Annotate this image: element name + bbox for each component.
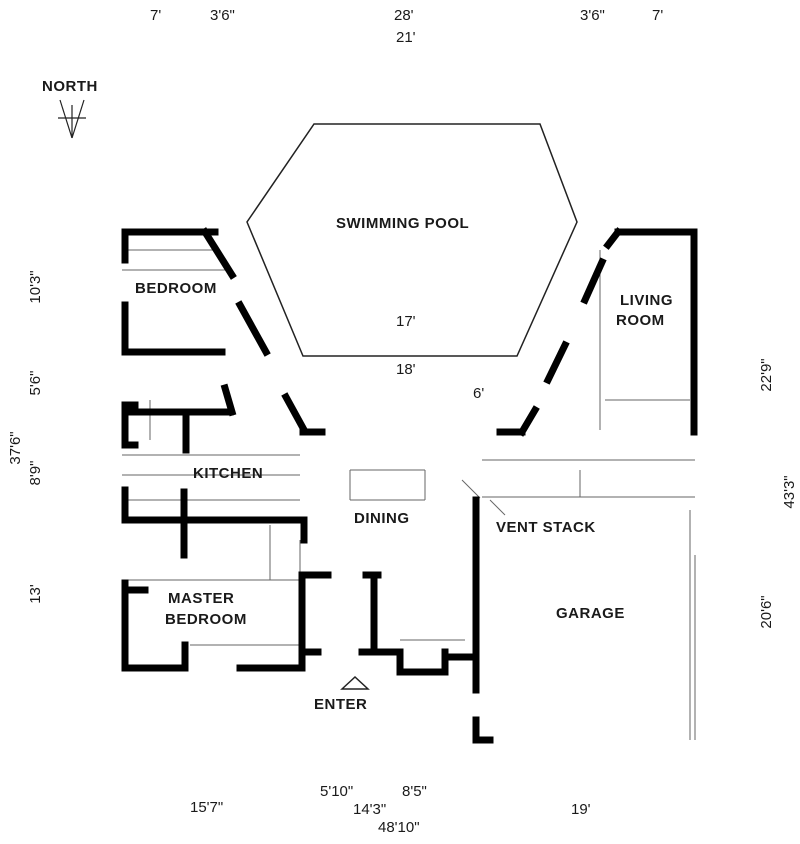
dim-left-10-3: 10'3" xyxy=(27,270,44,304)
garage-label: GARAGE xyxy=(556,605,625,622)
dim-top-7-left: 7' xyxy=(150,7,162,24)
entry-triangle-icon xyxy=(340,675,370,690)
dim-left-37-6: 37'6" xyxy=(7,431,24,465)
dim-left-13: 13' xyxy=(27,584,44,604)
living-room-label-line2: ROOM xyxy=(616,312,665,329)
master-bedroom-label-line1: MASTER xyxy=(168,590,235,607)
pool-outline xyxy=(246,123,578,357)
compass-arrow-icon xyxy=(58,99,86,139)
heavy-walls xyxy=(121,227,698,744)
thin-walls xyxy=(122,249,696,740)
dim-6: 6' xyxy=(473,385,485,402)
dim-bottom-5-10: 5'10" xyxy=(320,783,354,800)
master-bedroom-label-line2: BEDROOM xyxy=(165,611,247,628)
living-room-label-line1: LIVING xyxy=(620,292,674,309)
dim-left-5-6: 5'6" xyxy=(27,370,44,396)
dim-top-28: 28' xyxy=(394,7,414,24)
dining-label: DINING xyxy=(354,510,410,527)
bedroom-label: BEDROOM xyxy=(135,280,217,297)
dim-bottom-14-3: 14'3" xyxy=(353,801,387,818)
dim-bottom-19: 19' xyxy=(571,801,591,818)
dim-pool-18: 18' xyxy=(396,361,416,378)
dim-top-21: 21' xyxy=(396,29,416,46)
dim-bottom-15-7: 15'7" xyxy=(190,799,224,816)
dim-pool-17: 17' xyxy=(396,313,416,330)
dim-bottom-48-10: 48'10" xyxy=(378,819,420,836)
dim-right-20-6: 20'6" xyxy=(758,595,775,629)
kitchen-label: KITCHEN xyxy=(193,465,264,482)
north-label: NORTH xyxy=(42,78,98,95)
swimming-pool-label: SWIMMING POOL xyxy=(336,215,470,232)
dim-top-3-6-right: 3'6" xyxy=(580,7,605,24)
enter-label: ENTER xyxy=(314,696,368,713)
dim-right-22-9: 22'9" xyxy=(758,358,775,392)
dim-bottom-8-5: 8'5" xyxy=(402,783,427,800)
dim-top-3-6-left: 3'6" xyxy=(210,7,235,24)
dim-left-8-9: 8'9" xyxy=(27,460,44,486)
dim-top-7-right: 7' xyxy=(652,7,664,24)
dim-right-43-3: 43'3" xyxy=(781,475,798,509)
vent-stack-label: VENT STACK xyxy=(496,519,596,536)
